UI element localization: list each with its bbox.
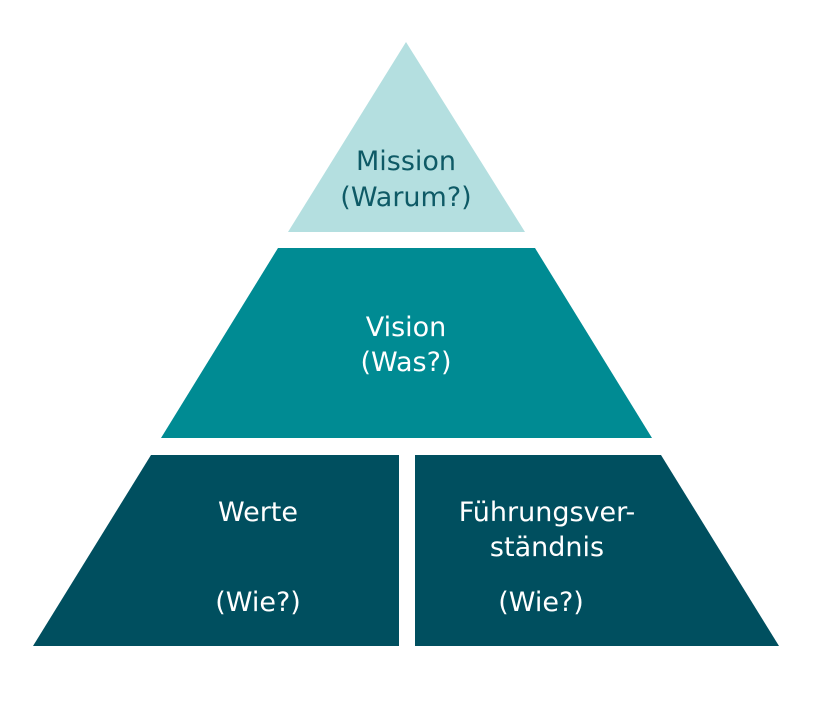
pyramid-tier-vision	[161, 248, 652, 438]
pyramid-tier-werte	[33, 455, 399, 646]
werte-title: Werte	[217, 497, 299, 528]
pyramid-tier-fuehrungsverstaendnis	[415, 455, 779, 646]
fuehrungsverstaendnis-title-line1: Führungsver-	[458, 497, 636, 528]
vision-question: (Was?)	[360, 347, 452, 378]
pyramid-tier-mission	[288, 42, 525, 232]
mission-question: (Warum?)	[340, 182, 472, 213]
vision-title: Vision	[365, 312, 447, 343]
fuehrungsverstaendnis-title-line2: ständnis	[489, 532, 605, 563]
mission-title: Mission	[355, 146, 457, 177]
fuehrungsverstaendnis-question: (Wie?)	[498, 587, 584, 618]
werte-question: (Wie?)	[215, 587, 301, 618]
